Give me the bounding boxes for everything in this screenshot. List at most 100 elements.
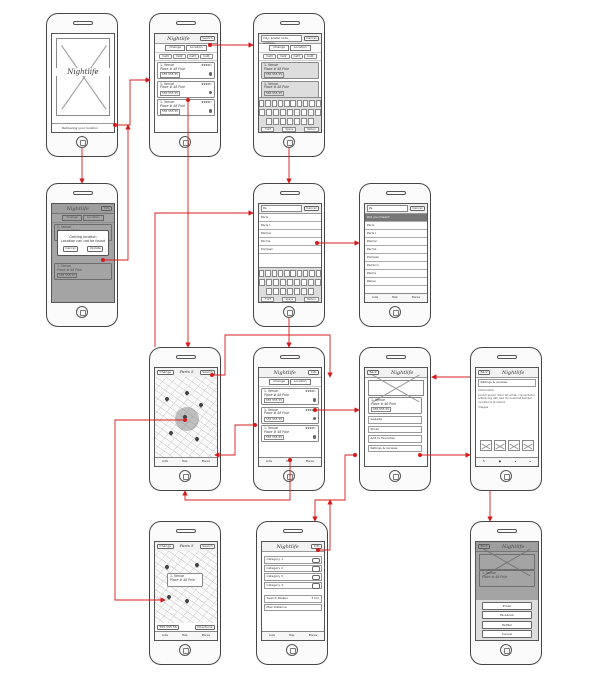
keyboard-key[interactable] [277, 100, 284, 107]
keyboard-key[interactable] [307, 288, 315, 295]
phone-number[interactable]: 555 555 55 [157, 624, 180, 631]
toggle-switch[interactable] [312, 566, 320, 572]
website-link[interactable]: website [368, 416, 422, 424]
keyboard-key[interactable] [315, 270, 321, 277]
keyboard-key[interactable] [271, 270, 278, 277]
dialog-cancel-button[interactable]: Cancel [62, 246, 78, 252]
keyboard-key[interactable] [279, 288, 287, 295]
home-button[interactable] [389, 306, 401, 318]
keyboard-key[interactable] [315, 100, 321, 107]
change-segment[interactable]: Change [269, 45, 289, 51]
list-item[interactable]: Pakse [365, 278, 427, 286]
keyboard-key[interactable] [300, 118, 308, 125]
keyboard-key[interactable] [265, 100, 271, 107]
tab-lists[interactable]: Lists [372, 296, 378, 300]
list-item[interactable]: Palmer [365, 238, 427, 246]
tab-lists[interactable]: Lists [162, 460, 168, 464]
arrow-right-icon[interactable]: ▸ [529, 460, 532, 464]
tab-lists[interactable]: Lists [266, 460, 272, 464]
keyboard-key[interactable] [272, 109, 280, 116]
phone-number[interactable]: 555 555 55 [160, 72, 181, 78]
tab-map[interactable]: Map [392, 296, 398, 300]
keyboard-key[interactable] [286, 279, 294, 286]
search-button[interactable]: Search [199, 543, 215, 550]
keyboard-key[interactable] [286, 288, 294, 295]
dialog-update-button[interactable]: Update [87, 246, 104, 252]
arrow-left-icon[interactable]: ◂ [514, 460, 517, 464]
add-favorites-button[interactable]: Add to Favorites [368, 435, 422, 443]
keyboard-key[interactable] [284, 270, 290, 277]
keyboard-key[interactable] [307, 118, 315, 125]
phone-number[interactable]: 555 555 55 [160, 90, 181, 97]
list-item[interactable]: Palma [365, 270, 427, 278]
share-email-button[interactable]: Email [482, 601, 532, 610]
phone-number[interactable]: 555 555 55 [264, 398, 285, 404]
space-key[interactable]: Space [282, 127, 297, 132]
ratings-reviews-button[interactable]: Ratings & reviews [368, 444, 422, 452]
email-link[interactable]: Email [368, 425, 422, 433]
keyboard-key[interactable] [309, 270, 315, 277]
map-pin-icon[interactable]: ● [498, 460, 502, 464]
map-pin-icon[interactable] [194, 562, 200, 568]
keyboard-key[interactable] [307, 279, 315, 286]
tab-map[interactable]: Map [286, 460, 292, 464]
chip[interactable]: Cat3 [186, 53, 200, 59]
map-pin-icon[interactable] [166, 594, 172, 600]
list-item[interactable]: Parma [365, 246, 427, 254]
toggle-switch[interactable] [312, 557, 320, 564]
map-pin-icon[interactable] [164, 564, 170, 570]
keyboard-key[interactable] [259, 100, 265, 107]
search-button[interactable]: Search [199, 35, 215, 42]
tab-places[interactable]: Places [201, 460, 210, 464]
chip[interactable]: Cat3 [290, 53, 304, 59]
change-button[interactable]: Change [157, 543, 174, 550]
phone-number[interactable]: 555 555 55 [264, 90, 285, 97]
space-key[interactable]: Space [282, 297, 297, 302]
chip[interactable]: Cat1 [263, 53, 276, 59]
keyboard-key[interactable] [271, 100, 278, 107]
list-item[interactable]: Pompeii [365, 254, 427, 262]
keyboard-key[interactable] [265, 279, 273, 286]
keyboard-key[interactable] [296, 270, 303, 277]
keyboard-key[interactable] [279, 109, 287, 116]
chevron-icon[interactable] [208, 90, 212, 95]
home-button[interactable] [286, 644, 298, 656]
keyboard-key[interactable] [302, 270, 309, 277]
phone-number[interactable]: 555 555 55 [264, 435, 285, 441]
chip[interactable]: Cat4 [304, 53, 317, 59]
keyboard-key[interactable] [272, 118, 280, 125]
keyboard-key[interactable] [300, 288, 308, 295]
tab-map[interactable]: Map [289, 634, 295, 638]
map-pin-icon[interactable] [184, 390, 190, 396]
phone-number[interactable]: 555 555 55 [160, 109, 181, 115]
numbers-key[interactable]: .?123 [261, 127, 275, 132]
tab-places[interactable]: Places [305, 460, 314, 464]
keyboard-key[interactable] [272, 288, 280, 295]
map-pin-icon[interactable] [194, 436, 200, 442]
map-pin-icon[interactable] [164, 396, 170, 402]
keyboard-key[interactable] [307, 109, 315, 116]
keyboard-key[interactable] [279, 118, 287, 125]
list-item[interactable]: Palmer [259, 230, 321, 238]
list-item[interactable]: Pompeii [259, 246, 321, 254]
chevron-icon[interactable] [208, 109, 212, 113]
map-pin-icon[interactable] [184, 598, 190, 604]
tab-places[interactable]: Places [201, 634, 210, 638]
keyboard-key[interactable] [293, 118, 301, 125]
toggle-switch[interactable] [312, 583, 320, 589]
tab-places[interactable]: Places [308, 634, 317, 638]
keyboard-key[interactable] [272, 279, 280, 286]
keyboard-key[interactable] [277, 270, 284, 277]
phone-number[interactable]: 555 555 55 [371, 407, 392, 413]
chip[interactable]: Cat2 [172, 53, 186, 59]
map-canvas[interactable] [155, 377, 217, 458]
tab-places[interactable]: Places [411, 296, 420, 300]
toggle-switch[interactable] [312, 574, 320, 581]
share-facebook-button[interactable]: Facebook [482, 611, 532, 619]
list-item[interactable]: Parma [259, 238, 321, 246]
